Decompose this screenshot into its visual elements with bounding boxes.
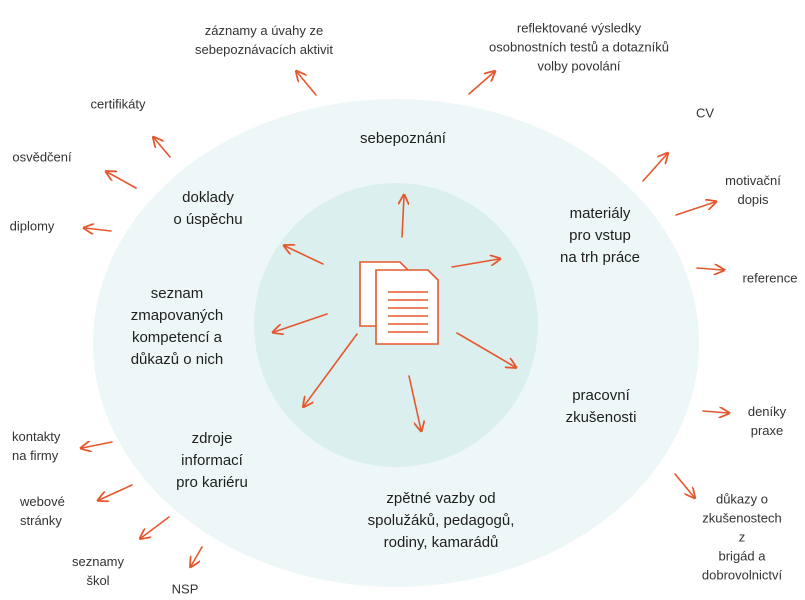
item-motivacni: motivační dopis (725, 173, 781, 207)
arrow-center-seznam (274, 313, 328, 332)
arrow-center-sebepoznani (402, 196, 404, 238)
item-zaznamy: záznamy a úvahy ze sebepoznávacích aktiv… (194, 23, 334, 57)
arrow-center-pracovni (456, 332, 515, 367)
arrow-seznamy (141, 516, 170, 538)
documents-icon (359, 261, 439, 345)
section-materialy: materiály pro vstup na trh práce (559, 205, 641, 266)
item-reference: reference (742, 270, 798, 286)
item-deniky: deníky praxe (747, 404, 787, 438)
section-pracovni: pracovní zkušenosti (565, 387, 637, 426)
item-certifikaty: certifikáty (90, 96, 146, 112)
arrow-center-zdroje (304, 333, 358, 406)
arrow-kontakty (82, 442, 113, 448)
arrow-nsp (191, 546, 203, 566)
arrow-osvedceni (107, 172, 137, 189)
item-kontakty: kontakty na firmy (12, 429, 61, 463)
arrow-webove (99, 484, 133, 500)
arrow-certifikaty (154, 138, 171, 158)
section-zpetne: zpětné vazby od spolužáků, pedagogů, rod… (367, 490, 515, 551)
item-reflektovane: reflektované výsledky osobnostních testů… (489, 20, 669, 74)
arrow-diplomy (85, 228, 112, 231)
arrows (82, 72, 728, 566)
arrow-center-doklady (285, 246, 324, 265)
arrow-reference (696, 268, 723, 270)
item-osvedceni: osvědčení (12, 149, 72, 165)
arrow-cv (642, 154, 667, 182)
section-seznam: seznam zmapovaných kompetencí a důkazů o… (130, 285, 224, 368)
arrow-motivacni (675, 202, 715, 216)
item-webove: webové stránky (20, 494, 65, 528)
arrow-center-materialy (451, 259, 499, 268)
item-diplomy: diplomy (9, 218, 55, 234)
item-seznamy: seznamy škol (71, 554, 125, 588)
section-doklady: doklady o úspěchu (173, 189, 243, 228)
arrow-zaznamy (297, 72, 317, 96)
arrow-reflektovane (468, 72, 494, 95)
arrow-deniky (702, 411, 728, 413)
item-cv: CV (695, 105, 715, 121)
item-nsp: NSP (171, 581, 199, 597)
arrow-center-zpetne (408, 375, 421, 430)
arrow-dukazy (674, 473, 694, 497)
section-zdroje: zdroje informací pro kariéru (176, 430, 248, 491)
section-sebepoznani: sebepoznání (360, 130, 446, 147)
item-dukazy: důkazy o zkušenostech z brigád a dobrovo… (701, 491, 783, 583)
